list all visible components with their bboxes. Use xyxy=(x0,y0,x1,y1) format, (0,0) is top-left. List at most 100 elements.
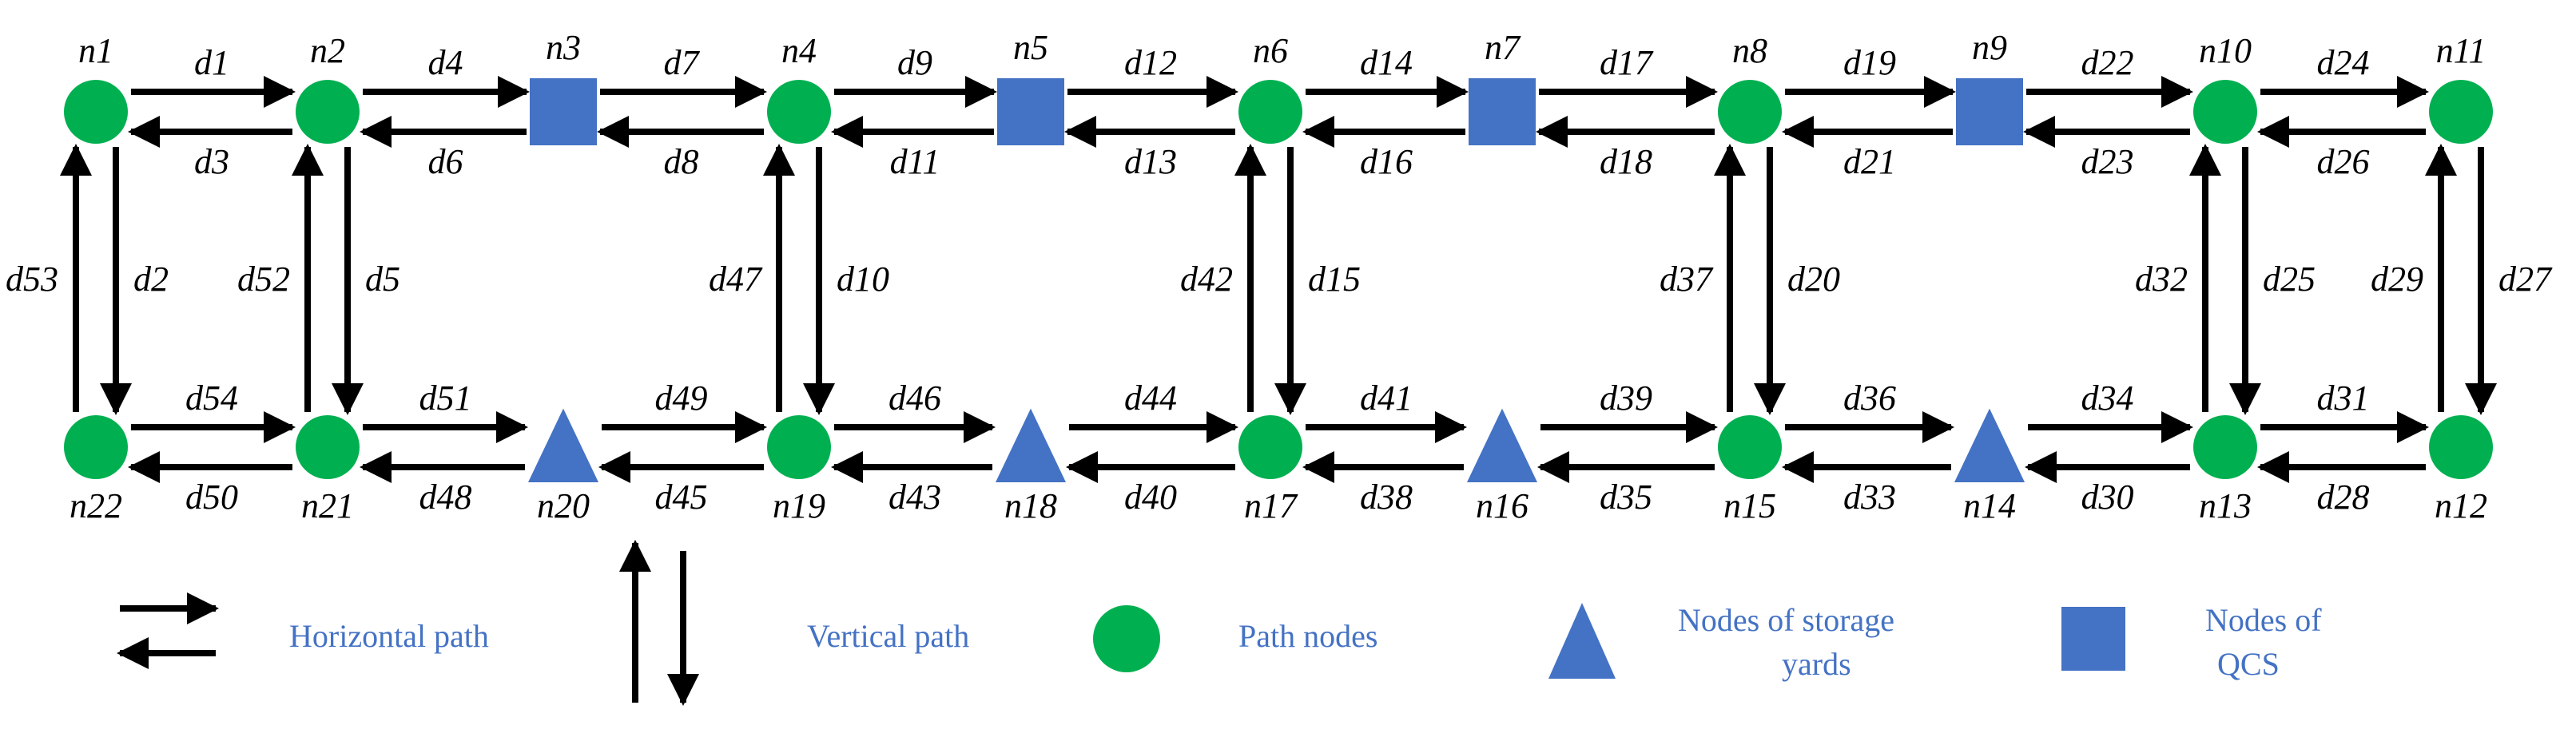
node-n20-label: n20 xyxy=(537,486,590,525)
node-n4-circle xyxy=(767,80,831,144)
legend-qcs-node-icon xyxy=(2061,607,2125,671)
edge-d1-label: d1 xyxy=(194,43,229,82)
edge-d14-label: d14 xyxy=(1360,43,1413,82)
edge-d54-label: d54 xyxy=(185,378,238,418)
edge-d7-label: d7 xyxy=(664,43,701,82)
edge-d32-label: d32 xyxy=(2135,260,2188,299)
edge-d49-label: d49 xyxy=(655,378,708,418)
edge-d28-label: d28 xyxy=(2317,477,2370,517)
node-n8-circle xyxy=(1718,80,1782,144)
edge-d18-label: d18 xyxy=(1600,142,1652,181)
edge-d42-label: d42 xyxy=(1180,260,1233,299)
edge-d8-label: d8 xyxy=(664,142,699,181)
edge-d35-label: d35 xyxy=(1600,477,1652,517)
edge-d47-label: d47 xyxy=(709,260,763,299)
node-n1-label: n1 xyxy=(78,31,113,70)
edge-d34-label: d34 xyxy=(2081,378,2134,418)
edge-d41-label: d41 xyxy=(1360,378,1413,418)
edge-d21-label: d21 xyxy=(1843,142,1896,181)
edge-d15-label: d15 xyxy=(1308,260,1361,299)
edge-d16-label: d16 xyxy=(1360,142,1413,181)
edge-d9-label: d9 xyxy=(897,43,932,82)
edge-d20-label: d20 xyxy=(1787,260,1840,299)
node-n14-label: n14 xyxy=(1963,486,2016,525)
legend-qcs-label-line1: Nodes of xyxy=(2205,602,2322,638)
edge-d22-label: d22 xyxy=(2081,43,2134,82)
edge-d10-label: d10 xyxy=(837,260,889,299)
edge-d25-label: d25 xyxy=(2263,260,2316,299)
edge-d53-label: d53 xyxy=(6,260,58,299)
node-n16-label: n16 xyxy=(1476,486,1529,525)
legend-horizontal-label: Horizontal path xyxy=(289,618,489,654)
edge-d3-label: d3 xyxy=(194,142,229,181)
node-n11-circle xyxy=(2429,80,2493,144)
edge-d27-label: d27 xyxy=(2498,260,2553,299)
node-n10-label: n10 xyxy=(2199,31,2252,70)
node-n11-label: n11 xyxy=(2436,31,2487,70)
node-n14-triangle xyxy=(1954,408,2025,482)
edge-d29-label: d29 xyxy=(2371,260,2423,299)
legend: Horizontal path Vertical path Path nodes… xyxy=(117,540,2322,706)
node-n16-triangle xyxy=(1467,408,1537,482)
edge-d31-label: d31 xyxy=(2317,378,2370,418)
node-n22-circle xyxy=(64,415,128,479)
edge-d44-label: d44 xyxy=(1124,378,1177,418)
node-n7-label: n7 xyxy=(1485,28,1521,67)
edge-d24-label: d24 xyxy=(2317,43,2370,82)
legend-vertical-arrows-icon xyxy=(619,540,699,706)
edge-d39-label: d39 xyxy=(1600,378,1652,418)
node-n15-circle xyxy=(1718,415,1782,479)
legend-path-node-icon xyxy=(1093,605,1160,672)
legend-yard-node-icon xyxy=(1548,603,1616,679)
node-n9-label: n9 xyxy=(1972,28,2007,67)
edge-d30-label: d30 xyxy=(2081,477,2134,517)
node-n3-label: n3 xyxy=(546,28,581,67)
edge-d5-label: d5 xyxy=(365,260,400,299)
edge-d50-label: d50 xyxy=(185,477,238,517)
node-n3-square xyxy=(530,78,597,145)
node-n17-circle xyxy=(1238,415,1302,479)
node-n8-label: n8 xyxy=(1732,31,1767,70)
node-n12-circle xyxy=(2429,415,2493,479)
edge-d37-label: d37 xyxy=(1660,260,1714,299)
node-n6-label: n6 xyxy=(1253,31,1288,70)
edge-d52-label: d52 xyxy=(237,260,290,299)
legend-qcs-label-line2: QCS xyxy=(2217,646,2280,682)
edge-d13-label: d13 xyxy=(1124,142,1177,181)
legend-yards-label-line1: Nodes of storage xyxy=(1678,602,1894,638)
node-n2-label: n2 xyxy=(310,31,345,70)
edges-layer: d1d3d4d6d7d8d9d11d12d13d14d16d17d18d19d2… xyxy=(6,43,2553,517)
node-n19-circle xyxy=(767,415,831,479)
edge-d43-label: d43 xyxy=(888,477,941,517)
node-n18-label: n18 xyxy=(1004,486,1057,525)
node-n17-label: n17 xyxy=(1244,486,1298,525)
edge-d48-label: d48 xyxy=(419,477,472,517)
node-n19-label: n19 xyxy=(773,486,825,525)
node-n5-label: n5 xyxy=(1013,28,1048,67)
edge-d33-label: d33 xyxy=(1843,477,1896,517)
node-n10-circle xyxy=(2193,80,2257,144)
edge-d51-label: d51 xyxy=(419,378,472,418)
edge-d12-label: d12 xyxy=(1124,43,1177,82)
node-n21-circle xyxy=(296,415,360,479)
node-n5-square xyxy=(997,78,1064,145)
edge-d4-label: d4 xyxy=(428,43,463,82)
node-n6-circle xyxy=(1238,80,1302,144)
node-n22-label: n22 xyxy=(70,486,122,525)
edge-d45-label: d45 xyxy=(655,477,708,517)
edge-d26-label: d26 xyxy=(2317,142,2370,181)
node-n7-square xyxy=(1469,78,1536,145)
edge-d19-label: d19 xyxy=(1843,43,1896,82)
node-n13-label: n13 xyxy=(2199,486,2252,525)
edge-d38-label: d38 xyxy=(1360,477,1413,517)
node-n9-square xyxy=(1956,78,2023,145)
edge-d46-label: d46 xyxy=(888,378,941,418)
node-n20-triangle xyxy=(528,408,598,482)
edge-d23-label: d23 xyxy=(2081,142,2134,181)
legend-vertical-label: Vertical path xyxy=(807,618,969,654)
node-n1-circle xyxy=(64,80,128,144)
edge-d36-label: d36 xyxy=(1843,378,1896,418)
node-n15-label: n15 xyxy=(1723,486,1776,525)
